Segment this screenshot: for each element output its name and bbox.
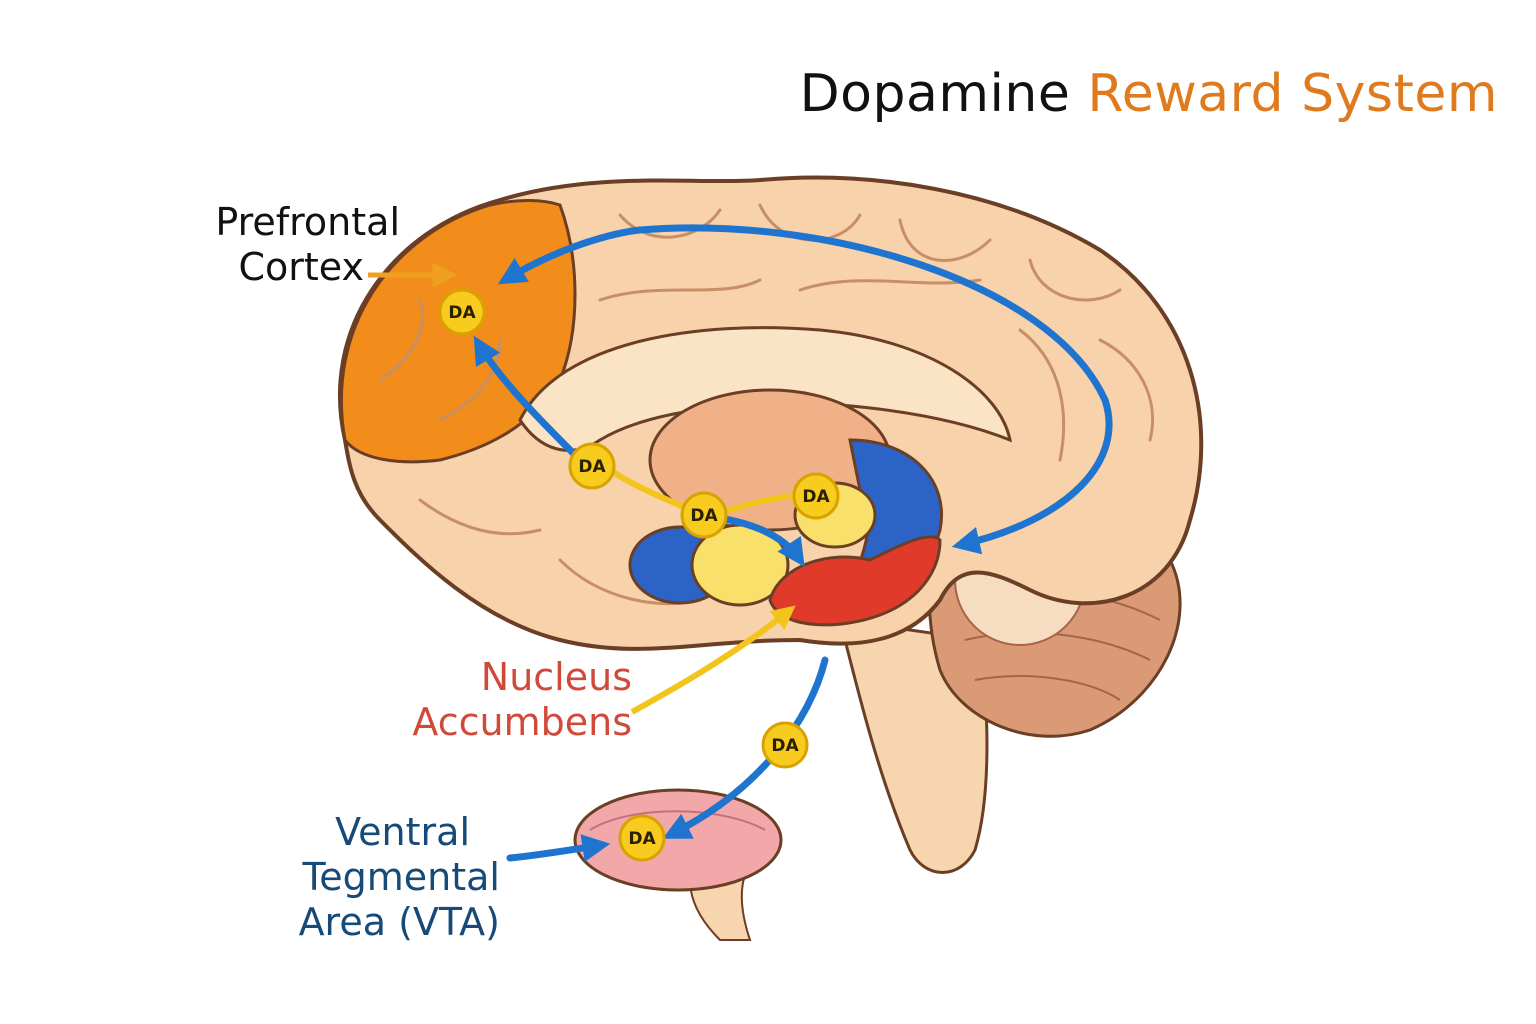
vta-region [573,788,783,892]
da-marker-midpath: DA [568,442,616,490]
da-label: DA [802,487,830,507]
da-label: DA [771,736,799,756]
prefrontal-label-line-2: Cortex [238,244,364,289]
vta-fold [589,810,766,831]
nucleus-accumbens-label: Nucleus Accumbens [360,655,632,745]
da-marker-striatum: DA [680,491,728,539]
da-label: DA [448,303,476,323]
da-marker-vta: DA [618,814,666,862]
mesocortical-arc-pathway [497,224,1113,555]
title-part-2: Reward System [1087,64,1498,124]
da-label: DA [690,506,718,526]
nucleus-label-line-2: Accumbens [412,699,632,744]
nucleus-label-line-1: Nucleus [480,655,632,699]
vta-label: Ventral Tegmental Area (VTA) [250,810,500,944]
vta-stem [688,873,752,941]
nucleus-accumbens-leader [630,605,796,715]
da-marker-prefrontal: DA [438,288,486,336]
da-label: DA [628,829,656,849]
da-label: DA [578,457,606,477]
prefrontal-cortex-label: Prefrontal Cortex [160,200,400,290]
da-marker-basal-ganglia: DA [792,472,840,520]
vta-label-line-1: Ventral [335,810,470,854]
vta-input-arrow [506,834,611,862]
diagram-title: Dopamine Reward System [800,64,1498,124]
da-marker-ascending: DA [761,721,809,769]
vta-label-line-2: Tegmental [302,854,500,899]
vta-to-pfc-pathway [473,335,584,464]
title-part-1: Dopamine [799,64,1071,124]
vta-label-line-3: Area (VTA) [298,899,500,944]
prefrontal-label-line-1: Prefrontal [215,200,400,244]
